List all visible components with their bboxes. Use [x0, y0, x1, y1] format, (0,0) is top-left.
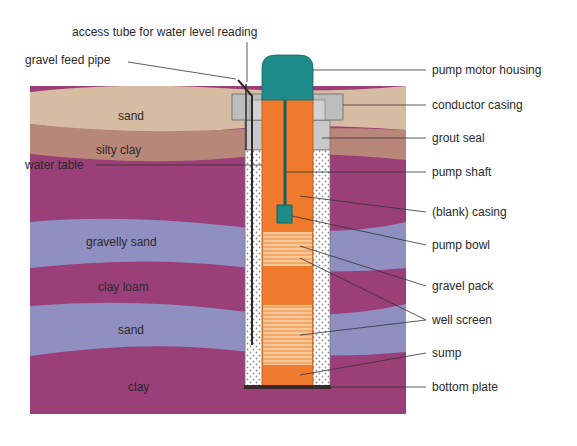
soil-label: gravelly sand: [86, 235, 157, 249]
leader-line: [300, 320, 426, 335]
pump-bowl: [277, 205, 292, 223]
leader-line: [300, 258, 426, 320]
blank-casing: [262, 96, 313, 386]
gravel-feed-pipe: [238, 80, 252, 345]
part-label: (blank) casing: [432, 205, 507, 219]
callout-label: access tube for water level reading: [72, 25, 257, 39]
soil-clay: [30, 86, 406, 414]
soil-label: sand: [118, 323, 144, 337]
soil-label: sand: [118, 109, 144, 123]
soil-label: clay: [128, 380, 149, 394]
part-label: grout seal: [432, 131, 485, 145]
leader-line: [343, 105, 426, 106]
leader-line: [128, 62, 236, 79]
part-label: pump bowl: [432, 238, 490, 252]
part-label: sump: [432, 346, 461, 360]
soil-silty-clay: [30, 124, 406, 161]
soil-gravelly-sand: [30, 219, 406, 272]
well-screen: [263, 232, 312, 266]
bottom-plate: [244, 385, 331, 389]
leader-line: [96, 165, 262, 166]
part-label: pump shaft: [432, 165, 491, 179]
callout-label: water table: [25, 158, 84, 172]
leader-line: [331, 387, 426, 388]
part-label: conductor casing: [432, 98, 523, 112]
soil-sand: [30, 86, 406, 133]
sump: [263, 366, 312, 385]
pump-shaft: [284, 100, 287, 206]
leader-line: [292, 216, 426, 245]
part-label: well screen: [432, 313, 492, 327]
well-screen: [263, 305, 312, 365]
leader-line: [300, 246, 426, 286]
access-tube: [245, 84, 247, 150]
part-label: gravel pack: [432, 279, 493, 293]
part-label: pump motor housing: [432, 63, 541, 77]
pump-motor-housing: [262, 55, 313, 100]
callout-label: gravel feed pipe: [25, 53, 110, 67]
leader-line: [322, 138, 426, 139]
soil-label: clay loam: [98, 280, 149, 294]
leader-line: [313, 70, 426, 71]
soil-label: silty clay: [96, 143, 141, 157]
leader-line: [247, 42, 248, 82]
part-label: bottom plate: [432, 380, 498, 394]
soil-profile: [30, 86, 406, 414]
leader-lines: [96, 42, 426, 387]
leader-line: [286, 172, 426, 173]
leader-line: [300, 353, 426, 375]
leader-line: [300, 196, 426, 212]
